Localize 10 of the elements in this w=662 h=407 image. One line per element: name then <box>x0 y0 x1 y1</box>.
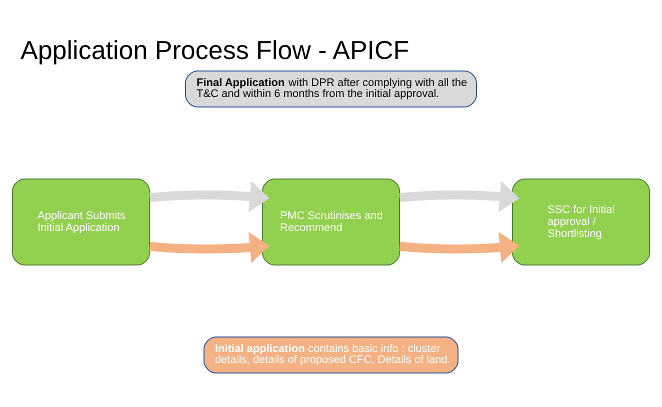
node-box: Final Application with DPR after complying with all the T&C and within 6 months from the initial approval. <box>185 70 477 108</box>
node-box: Applicant Submits Initial Application <box>12 178 150 266</box>
arrow <box>149 232 270 263</box>
node-box: PMC Scrutinises and Recommend <box>262 178 400 266</box>
diagram-title: Application Process Flow - APICF <box>20 34 410 65</box>
node-box: SSC for Initial approval / Shortlisting <box>512 178 650 266</box>
arrow <box>399 232 520 263</box>
node-box: Initial application contains basic info : cluster details, details of proposed CFC, Details of land. <box>204 336 458 374</box>
arrow <box>399 181 520 212</box>
arrow <box>149 181 270 212</box>
